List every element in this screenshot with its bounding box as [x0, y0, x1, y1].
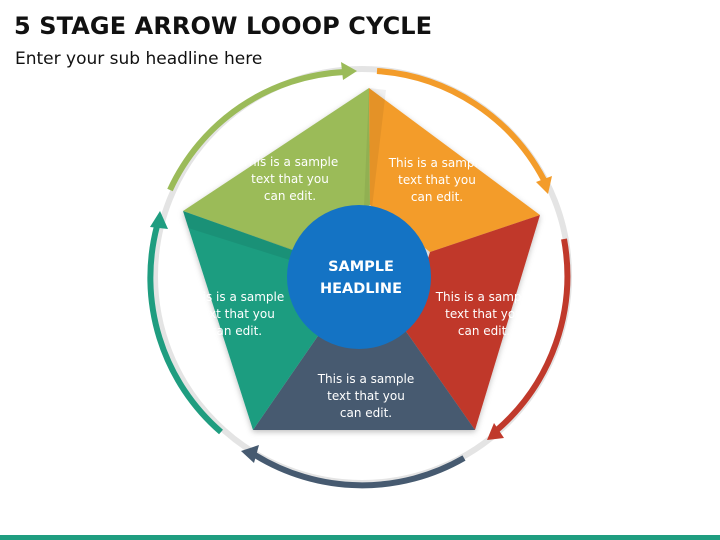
stage-text-line: This is a sample [187, 290, 285, 304]
stage-text-line: can edit. [458, 324, 510, 338]
red-cycle-arrow [495, 238, 571, 433]
stage-segment-orange [369, 88, 540, 252]
hub-label-line1: SAMPLE [328, 259, 394, 275]
stage-text-green: This is a sample text that you can edit. [241, 155, 339, 203]
stage-text-orange: This is a sample text that you can edit. [388, 156, 486, 204]
stage-text-line: This is a sample [241, 155, 339, 169]
fold-shade [364, 88, 386, 208]
cycle-arrows [147, 62, 571, 489]
red-arrowhead [487, 423, 504, 440]
green-cycle-arrow [167, 69, 345, 192]
bottom-accent-bar [0, 535, 720, 540]
stage-text-red: This is a sample text that you can edit. [435, 290, 533, 338]
stage-text-line: This is a sample [435, 290, 533, 304]
page-subtitle: Enter your sub headline here [15, 49, 263, 69]
page-title: 5 STAGE ARROW LOOOP CYCLE [14, 12, 433, 40]
orange-arrowhead [536, 176, 552, 194]
stage-text-line: This is a sample [388, 156, 486, 170]
teal-cycle-arrow [147, 225, 223, 435]
stage-text-line: can edit. [411, 190, 463, 204]
navy-arrowhead [241, 445, 259, 463]
stage-text-line: can edit. [264, 189, 316, 203]
stage-segment-navy [253, 330, 475, 430]
stage-text-line: can edit. [340, 406, 392, 420]
orange-cycle-arrow [376, 68, 547, 182]
stage-text-line: text that you [327, 389, 405, 403]
green-arrowhead [341, 62, 357, 80]
stage-text-line: can edit. [210, 324, 262, 338]
stage-text-line: text that you [197, 307, 275, 321]
hub-circle [287, 205, 431, 349]
stage-text-teal: This is a sample text that you can edit. [187, 290, 285, 338]
stage-text-line: text that you [398, 173, 476, 187]
stage-segment-green [183, 88, 370, 252]
stage-text-line: text that you [251, 172, 329, 186]
stage-text-navy: This is a sample text that you can edit. [317, 372, 415, 420]
hub-label-line2: HEADLINE [320, 281, 402, 297]
stage-segment-teal [183, 211, 322, 430]
stage-text-line: text that you [445, 307, 523, 321]
fold-shade [183, 211, 300, 262]
teal-arrowhead [150, 211, 168, 229]
stage-segment-red [405, 215, 540, 430]
stage-text-line: This is a sample [317, 372, 415, 386]
navy-cycle-arrow [253, 452, 466, 489]
